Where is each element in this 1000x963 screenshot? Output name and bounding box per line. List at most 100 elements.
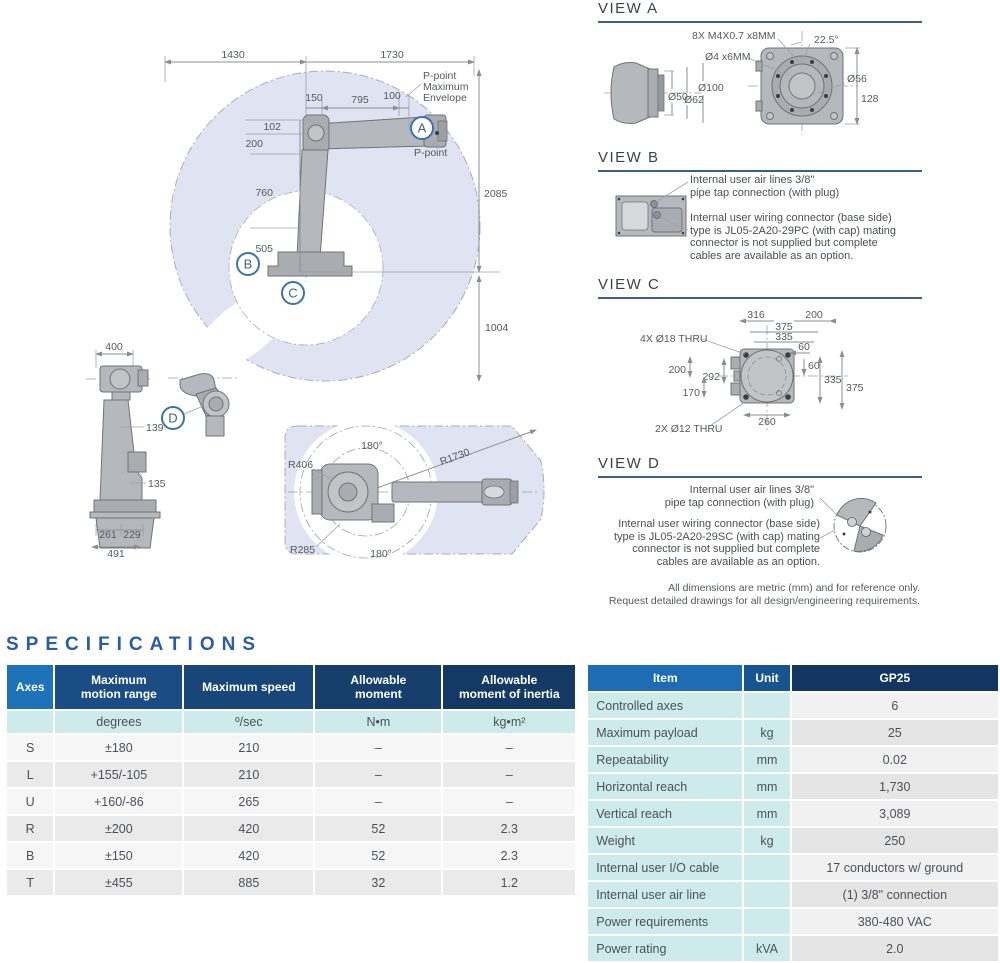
svg-text:Maximum: Maximum bbox=[423, 81, 469, 93]
view-d-air-note: Internal user air lines 3/8" pipe tap co… bbox=[664, 484, 814, 509]
wrist-detail-view: D bbox=[161, 373, 238, 437]
dim-229: 229 bbox=[123, 529, 141, 541]
dim-261: 261 bbox=[99, 529, 117, 541]
col-header-speed: Maximum speed bbox=[184, 665, 314, 709]
dim-o50: Ø50 bbox=[668, 91, 688, 103]
dim-375-top: 375 bbox=[775, 321, 793, 333]
robot-side-view: 400 139 135 261 229 491 bbox=[86, 341, 166, 560]
table-row: Controlled axes 6 bbox=[588, 693, 998, 718]
dim-1430: 1430 bbox=[221, 49, 245, 61]
dim-2085: 2085 bbox=[484, 188, 508, 200]
view-c-drawing: 316 200 375 335 60 60 335 375 200 292 17… bbox=[640, 309, 864, 435]
dim-170: 170 bbox=[682, 387, 700, 399]
table-row: Power requirements 380-480 VAC bbox=[588, 909, 998, 934]
view-d-section: VIEW D Internal user air lines 3/8" pipe… bbox=[598, 455, 928, 598]
dim-200-top: 200 bbox=[805, 309, 823, 321]
envelope-label: P-point bbox=[423, 70, 456, 82]
table-row: R ±200 420 52 2.3 bbox=[7, 816, 576, 841]
bolt-note: 8X M4X0.7 x8MM bbox=[692, 30, 775, 42]
specifications-section: SPECIFICATIONS Axes Maximum motion range… bbox=[0, 634, 1000, 963]
dim-335-top: 335 bbox=[775, 331, 793, 343]
dim-760: 760 bbox=[255, 187, 273, 199]
table-row: T ±455 885 32 1.2 bbox=[7, 870, 576, 895]
view-marker-a bbox=[410, 116, 434, 140]
footnote-line-2: Request detailed drawings for all design… bbox=[608, 595, 920, 607]
angle-note: 22.5° bbox=[814, 34, 839, 46]
specifications-heading: SPECIFICATIONS bbox=[6, 634, 262, 655]
dim-180-bottom: 180° bbox=[370, 548, 392, 560]
dim-260: 260 bbox=[758, 416, 776, 428]
dim-200-left: 200 bbox=[668, 364, 686, 376]
units-row: degrees º/sec N•m kg•m² bbox=[7, 711, 576, 733]
svg-text:A: A bbox=[418, 121, 427, 136]
front-view-dimensions: 1430 1730 2085 1004 150 795 100 102 200 … bbox=[164, 49, 509, 382]
axes-spec-table: Axes Maximum motion range Maximum speed … bbox=[5, 663, 578, 897]
dim-102: 102 bbox=[263, 121, 281, 133]
view-d-title: VIEW D bbox=[598, 455, 922, 478]
view-marker-c bbox=[281, 281, 305, 305]
col-header-unit: Unit bbox=[744, 665, 790, 691]
svg-text:B: B bbox=[244, 257, 253, 272]
dim-400: 400 bbox=[105, 341, 123, 353]
dim-128: 128 bbox=[861, 93, 879, 105]
col-header-item: Item bbox=[588, 665, 743, 691]
table-row: L +155/-105 210 – – bbox=[7, 762, 576, 787]
table-row: Vertical reach mm 3,089 bbox=[588, 801, 998, 826]
dim-316: 316 bbox=[747, 309, 765, 321]
svg-text:D: D bbox=[168, 411, 177, 426]
table-row: Internal user I/O cable 17 conductors w/… bbox=[588, 855, 998, 880]
table-row: Internal user air line (1) 3/8" connecti… bbox=[588, 882, 998, 907]
dim-o100: Ø100 bbox=[698, 82, 724, 94]
dim-135: 135 bbox=[148, 478, 166, 490]
table-row: Horizontal reach mm 1,730 bbox=[588, 774, 998, 799]
dim-795: 795 bbox=[351, 94, 369, 106]
view-b-section: VIEW B Internal user air lines 3/8" pipe… bbox=[598, 149, 928, 282]
hole-note: Ø4 x6MM bbox=[705, 51, 751, 63]
table-row: Maximum payload kg 25 bbox=[588, 720, 998, 745]
col-header-moment: Allowable moment bbox=[315, 665, 442, 709]
dim-335-right: 335 bbox=[824, 374, 842, 386]
dim-180-top: 180° bbox=[361, 440, 383, 452]
dim-491: 491 bbox=[107, 548, 125, 560]
view-b-air-note: Internal user air lines 3/8" pipe tap co… bbox=[690, 174, 840, 199]
model-spec-table: Item Unit GP25 Controlled axes 6 Maximum… bbox=[586, 663, 1000, 963]
thru-18-note: 4X Ø18 THRU bbox=[640, 333, 708, 345]
table-row: S ±180 210 – – bbox=[7, 735, 576, 760]
view-a-title: VIEW A bbox=[598, 0, 922, 23]
dim-505: 505 bbox=[255, 243, 273, 255]
col-header-axes: Axes bbox=[7, 665, 54, 709]
dim-200: 200 bbox=[245, 138, 263, 150]
col-header-model: GP25 bbox=[791, 665, 998, 691]
dim-r406: R406 bbox=[288, 459, 313, 471]
dim-r285: R285 bbox=[290, 544, 315, 556]
dim-375-right: 375 bbox=[846, 382, 864, 394]
view-d-drawing bbox=[820, 497, 887, 553]
p-point-label: P-point bbox=[414, 147, 447, 159]
view-b-title: VIEW B bbox=[598, 149, 922, 172]
table-row: Repeatability mm 0.02 bbox=[588, 747, 998, 772]
dim-292: 292 bbox=[702, 371, 720, 383]
col-header-inertia: Allowable moment of inertia bbox=[443, 665, 576, 709]
bolt-circle-dots bbox=[776, 60, 828, 112]
dim-139: 139 bbox=[146, 422, 164, 434]
table-row: U +160/-86 265 – – bbox=[7, 789, 576, 814]
dim-1730: 1730 bbox=[380, 49, 404, 61]
view-b-wiring-note: Internal user wiring connector (base sid… bbox=[690, 212, 897, 262]
view-marker-d bbox=[161, 406, 185, 430]
view-marker-b bbox=[236, 252, 260, 276]
dim-60-a: 60 bbox=[798, 341, 810, 353]
footnote-line-1: All dimensions are metric (mm) and for r… bbox=[668, 582, 920, 594]
dim-150: 150 bbox=[305, 92, 323, 104]
robot-top-view: 180° 180° R406 R285 R1730 bbox=[284, 420, 545, 564]
view-a-drawing: Ø50 Ø62 Ø100 8X M4X0.7 x8MM 22.5° bbox=[604, 30, 879, 135]
table-row: B ±150 420 52 2.3 bbox=[7, 843, 576, 868]
view-c-title: VIEW C bbox=[598, 276, 922, 299]
table-row: Weight kg 250 bbox=[588, 828, 998, 853]
dim-100: 100 bbox=[383, 90, 401, 102]
robot-dimension-drawing: 1430 1730 2085 1004 150 795 100 102 200 … bbox=[86, 49, 545, 564]
view-d-wiring-note: Internal user wiring connector (base sid… bbox=[613, 518, 820, 568]
front-view-labels: P-point Maximum Envelope P-point A B C bbox=[236, 70, 469, 305]
col-header-range: Maximum motion range bbox=[55, 665, 183, 709]
svg-text:C: C bbox=[288, 286, 297, 301]
svg-text:Envelope: Envelope bbox=[423, 92, 467, 104]
